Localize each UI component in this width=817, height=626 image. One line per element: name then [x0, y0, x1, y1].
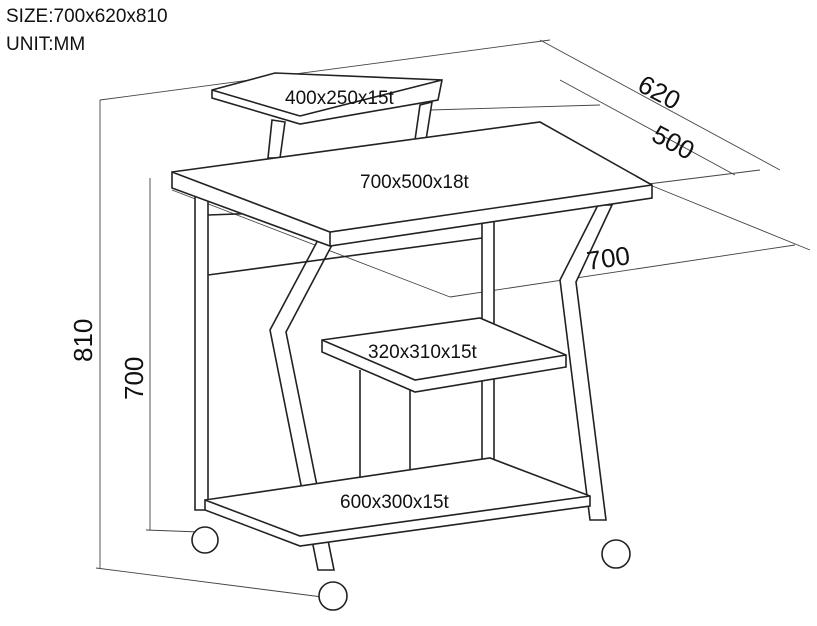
- dimension-lines: [95, 39, 811, 599]
- middle-shelf-label: 320x310x15t: [368, 342, 478, 363]
- unit-label: UNIT:MM: [6, 34, 86, 55]
- caster-wheels: [191, 526, 631, 611]
- dim-depth-desk: 500: [647, 119, 699, 166]
- monitor-shelf: 400x250x15t: [211, 72, 443, 159]
- size-label: SIZE:700x620x810: [6, 6, 168, 27]
- desktop-label: 700x500x18t: [360, 172, 470, 193]
- monitor-shelf-label: 400x250x15t: [285, 88, 395, 109]
- desktop-board: 700x500x18t: [171, 121, 653, 247]
- dim-height-total: 810: [68, 319, 98, 362]
- dim-depth-total: 620: [633, 69, 685, 116]
- middle-shelf: 320x310x15t: [321, 317, 567, 480]
- bottom-shelf: 600x300x15t: [204, 457, 591, 547]
- bottom-shelf-label: 600x300x15t: [340, 492, 450, 513]
- dim-height-desk: 700: [119, 357, 149, 400]
- dim-width: 700: [585, 240, 632, 276]
